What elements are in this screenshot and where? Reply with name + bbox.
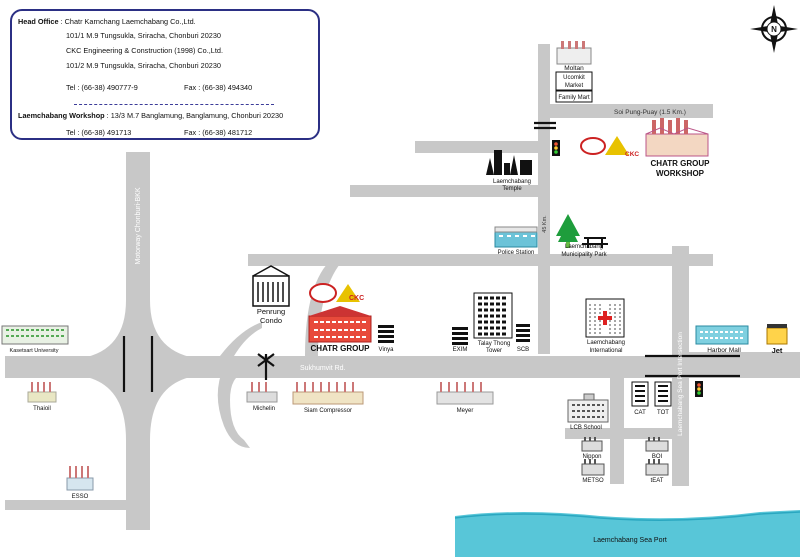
talay-thong-label-1: Talay Thong xyxy=(478,341,511,347)
soi-road-label: Soi Pung-Puay (1.5 Km.) xyxy=(614,109,686,116)
motorway-label: Motorway Chonburi-BKK xyxy=(135,187,142,264)
park-icon xyxy=(556,214,608,248)
talay-thong-label-2: Tower xyxy=(486,348,502,354)
workshop-address: 13/3 M.7 Banglamung, Banglamung, Chonbur… xyxy=(110,111,284,120)
hospital-icon xyxy=(585,298,625,338)
head-office-label: Head Office xyxy=(18,17,59,26)
meyer-factory-icon xyxy=(436,382,494,405)
tel-2: Tel : (66-38) 491713 xyxy=(66,128,132,137)
head-office-company: Chatr Karnchang Laemchabang Co.,Ltd. xyxy=(64,17,196,26)
tot-label: TOT xyxy=(657,410,669,416)
penrung-condo-icon xyxy=(252,265,290,307)
workshop-factory-icon xyxy=(645,118,709,157)
workshop-label-2: WORKSHOP xyxy=(656,169,705,178)
siam-compressor-label: Siam Compressor xyxy=(304,408,352,414)
vinya-building-icon xyxy=(378,325,394,343)
thaioil-factory-icon xyxy=(27,382,57,403)
roads xyxy=(5,44,800,530)
bridges xyxy=(122,121,740,392)
harbor-mall-icon xyxy=(695,325,749,345)
market-label: Market xyxy=(565,83,584,89)
company-2-line: CKC Engineering & Construction (1998) Co… xyxy=(66,46,223,55)
siam-compressor-factory-icon xyxy=(292,382,364,405)
thaioil-label: Thaioil xyxy=(33,406,51,412)
fax-2: Fax : (66-38) 481712 xyxy=(184,128,253,137)
jet-station-icon xyxy=(766,324,788,345)
temple-label-2: Temple xyxy=(502,186,522,192)
fax-1: Fax : (66-38) 494340 xyxy=(184,83,253,92)
park-label-2: Municipality Park xyxy=(561,252,607,258)
temple-label-1: Laemchabang xyxy=(493,179,531,185)
sea xyxy=(455,510,800,557)
hospital-label-2: International xyxy=(589,348,622,354)
factory-icon xyxy=(556,41,592,65)
teat-label: tEAT xyxy=(651,478,664,484)
boi-label: BOI xyxy=(652,454,663,460)
nippon-label: Nippon xyxy=(582,454,601,460)
metso-label: METSO xyxy=(582,478,604,484)
ckc-logo-icon xyxy=(309,283,360,303)
compass-icon: N xyxy=(750,5,798,53)
kasetsart-university-icon xyxy=(1,325,69,345)
scb-label: SCB xyxy=(517,347,529,353)
esso-factory-icon xyxy=(66,466,94,491)
cat-label: CAT xyxy=(634,410,646,416)
penrung-label-1: Penrung xyxy=(257,307,285,316)
park-label-1: Laemchabang xyxy=(565,244,603,250)
harbor-mall-label: Harbor Mall xyxy=(707,347,741,354)
family-mart-label: Family Mart xyxy=(558,95,590,101)
metso-factory-icon xyxy=(581,459,605,476)
scb-building-icon xyxy=(516,324,530,342)
penrung-label-2: Condo xyxy=(260,316,282,325)
chatr-group-label: CHATR GROUP xyxy=(311,344,371,353)
lcb-school-icon xyxy=(567,393,609,423)
head-office-line: Head Office : Chatr Karnchang Laemchaban… xyxy=(18,17,196,26)
address-line-1: 101/1 M.9 Tungsukla, Sriracha, Chonburi … xyxy=(66,31,221,40)
ucomkit-label: Ucomkit xyxy=(563,75,585,81)
nippon-factory-icon xyxy=(581,437,603,452)
cat-tot-building-icon xyxy=(631,381,672,407)
talay-thong-tower-icon xyxy=(473,292,513,339)
vinya-label: Vinya xyxy=(379,347,395,353)
tel-1: Tel : (66-38) 490777-9 xyxy=(66,83,138,92)
jet-label: Jet xyxy=(772,346,783,355)
workshop-label-1: CHATR GROUP xyxy=(651,159,711,168)
ckc-logo-text: CKC xyxy=(625,151,639,158)
michelin-label: Michelin xyxy=(253,406,275,412)
teat-factory-icon xyxy=(645,459,669,476)
exim-label: EXIM xyxy=(453,347,468,353)
michelin-factory-icon xyxy=(246,382,278,403)
chatr-group-building-icon xyxy=(308,306,372,343)
sea-wave xyxy=(454,511,800,521)
police-station-icon xyxy=(494,226,538,248)
workshop-line: Laemchabang Workshop : 13/3 M.7 Banglamu… xyxy=(18,111,284,120)
workshop-label: Laemchabang Workshop xyxy=(18,111,105,120)
compass-north-label: N xyxy=(771,25,777,34)
sukhumvit-road-label: Sukhumvit Rd. xyxy=(300,365,346,372)
hospital-label-1: Laemchabang xyxy=(587,340,625,346)
exim-building-icon xyxy=(452,327,468,345)
traffic-light-icon xyxy=(695,381,703,397)
km-label: 45 Km. xyxy=(542,215,548,233)
store-boxes xyxy=(555,71,593,103)
address-line-2: 101/2 M.9 Tungsukla, Sriracha, Chonburi … xyxy=(66,61,221,70)
address-info-box: Head Office : Chatr Karnchang Laemchaban… xyxy=(10,9,320,140)
boi-building-icon xyxy=(645,437,669,452)
lcb-school-label: LCB School xyxy=(570,425,602,431)
temple-icon xyxy=(486,150,532,175)
ckc-logo-icon xyxy=(580,136,629,155)
moltan-label: Moltan xyxy=(564,65,584,72)
intersection-label: Laemchabang Sea Port Intersection xyxy=(677,332,684,436)
police-station-label: Police Station xyxy=(498,250,535,256)
ckc-logo-text: CKC xyxy=(349,295,364,302)
kasetsart-label: Kasetsart University xyxy=(10,348,59,354)
traffic-light-icon xyxy=(552,140,560,156)
dashed-separator xyxy=(74,104,274,105)
esso-label: ESSO xyxy=(72,494,89,500)
seaport-label: Laemchabang Sea Port xyxy=(593,537,667,544)
meyer-label: Meyer xyxy=(457,408,474,414)
